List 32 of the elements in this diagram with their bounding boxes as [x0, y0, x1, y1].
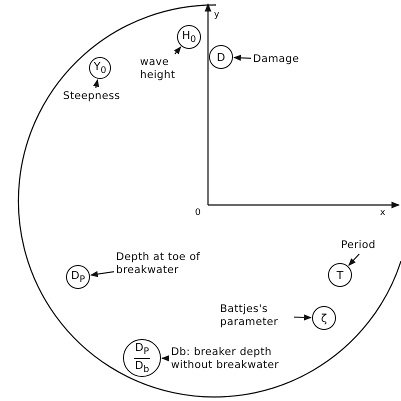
- symbol-text: T: [336, 270, 344, 280]
- arrow: [161, 355, 169, 362]
- symbol-circle: [177, 25, 201, 49]
- annotation-text: Depth at toe of breakwater: [116, 251, 200, 276]
- symbol-text: ζ: [321, 312, 327, 324]
- symbol-text: D: [216, 52, 226, 62]
- arrow: [233, 54, 252, 61]
- axis-label: y: [214, 10, 220, 20]
- annotation-text: Battjes's parameter: [220, 303, 278, 328]
- axis-label: 0: [195, 208, 201, 218]
- arrow: [348, 254, 360, 266]
- symbol-text: Y$_{0}$: [94, 60, 106, 76]
- arrow: [294, 314, 312, 320]
- axis-label: x: [380, 208, 386, 218]
- denominator-text: D$_{b}$: [134, 358, 150, 374]
- symbol-circle: [89, 57, 111, 79]
- symbol-circle: [123, 339, 161, 377]
- symbol-circle: [66, 265, 90, 289]
- symbol-text: H$_{0}$: [182, 30, 196, 44]
- annotation-text: Steepness: [63, 90, 120, 102]
- symbol-circle: [312, 306, 336, 330]
- symbol-circle: [209, 45, 233, 69]
- arrow: [90, 271, 114, 278]
- symbol-text: D$_{P}$: [70, 270, 85, 284]
- arrow: [174, 46, 182, 54]
- annotation-text: wave height: [140, 56, 176, 81]
- annotation-text: Db: breaker depth without breakwater: [171, 346, 279, 371]
- annotation-text: Damage: [253, 53, 300, 65]
- arrow: [93, 79, 100, 88]
- symbol-circle: [328, 263, 352, 287]
- annotation-text: Period: [341, 239, 376, 251]
- numerator-text: D$_{P}$: [134, 342, 150, 358]
